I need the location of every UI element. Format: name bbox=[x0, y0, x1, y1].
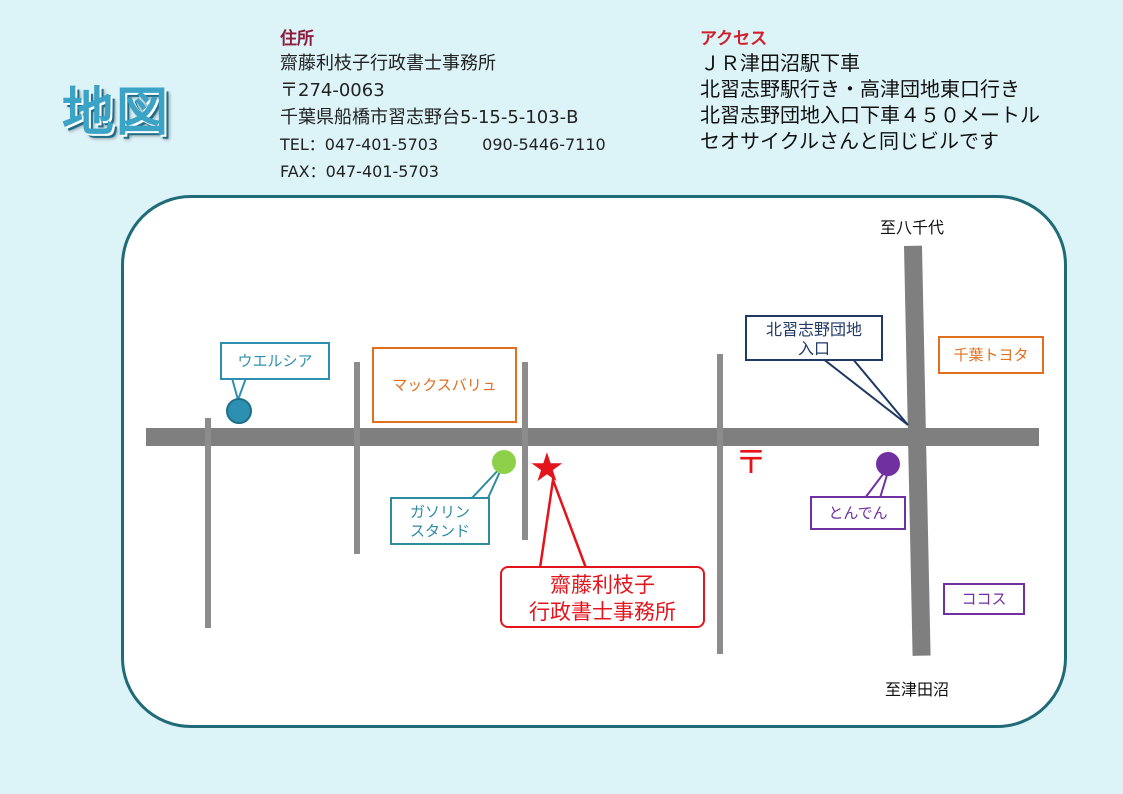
tonden-callout: とんでん bbox=[810, 496, 906, 530]
street-address: 千葉県船橋市習志野台5-15-5-103-B bbox=[280, 107, 579, 128]
main-road-horizontal bbox=[146, 428, 1039, 446]
post-office-icon: 〒 bbox=[735, 443, 768, 481]
access-heading: アクセス bbox=[700, 29, 768, 49]
gas-station-callout: ガソリン スタンド bbox=[390, 497, 490, 545]
to-tsudanuma-label: 至津田沼 bbox=[885, 680, 950, 699]
side-road-2 bbox=[354, 362, 360, 554]
access-line-2: 北習志野駅行き・高津団地東口行き bbox=[700, 77, 1020, 101]
side-road-3 bbox=[522, 362, 528, 540]
gas-station-marker-icon bbox=[492, 450, 516, 474]
page-title: 地図 bbox=[62, 83, 171, 143]
welcia-marker-icon bbox=[226, 398, 252, 424]
tonden-marker-icon bbox=[876, 452, 900, 476]
address-block: 齋藤利枝子行政書士事務所 〒274-0063 千葉県船橋市習志野台5-15-5-… bbox=[280, 50, 606, 185]
access-line-4: セオサイクルさんと同じビルです bbox=[700, 129, 999, 153]
mobile-number: 090-5446-7110 bbox=[482, 135, 606, 154]
welcia-callout: ウエルシア bbox=[220, 342, 330, 380]
bus-stop-callout: 北習志野団地 入口 bbox=[745, 315, 883, 361]
chiba-toyota-label: 千葉トヨタ bbox=[938, 336, 1044, 374]
side-road-1 bbox=[205, 418, 211, 628]
postal-code: 〒274-0063 bbox=[280, 80, 385, 101]
tel-number: TEL：047-401-5703 bbox=[280, 135, 439, 154]
address-heading: 住所 bbox=[280, 29, 314, 49]
to-yachiyo-label: 至八千代 bbox=[880, 218, 945, 237]
access-block: ＪＲ津田沼駅下車 北習志野駅行き・高津団地東口行き 北習志野団地入口下車４５０メ… bbox=[700, 50, 1040, 154]
office-callout: 齋藤利枝子 行政書士事務所 bbox=[500, 566, 705, 628]
side-road-4 bbox=[717, 354, 723, 654]
phone-row: TEL：047-401-5703 090-5446-7110 bbox=[280, 131, 606, 158]
office-name: 齋藤利枝子行政書士事務所 bbox=[280, 53, 496, 74]
cocos-label: ココス bbox=[943, 583, 1025, 615]
office-star-icon: ★ bbox=[529, 445, 565, 491]
fax-number: FAX：047-401-5703 bbox=[280, 162, 439, 181]
maxvalu-label: マックスバリュ bbox=[372, 347, 517, 423]
access-line-1: ＪＲ津田沼駅下車 bbox=[700, 51, 860, 75]
access-line-3: 北習志野団地入口下車４５０メートル bbox=[700, 103, 1040, 127]
